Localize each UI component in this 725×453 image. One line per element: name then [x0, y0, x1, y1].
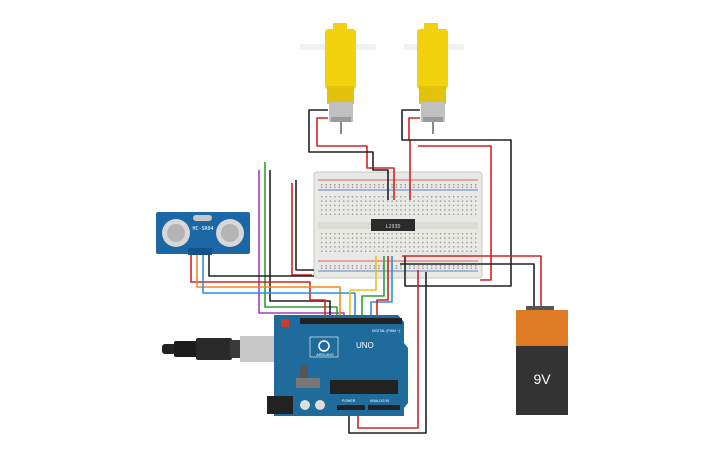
wire-battery-red [402, 255, 542, 306]
l293d-chip: L293D [371, 219, 415, 231]
wire-red-2 [376, 256, 389, 322]
wire-red-long [291, 183, 312, 276]
wire-yellow [349, 256, 377, 322]
wire-battery-black [400, 263, 535, 306]
wire-sensor-red [190, 255, 326, 322]
wire-black-bb [295, 180, 314, 271]
dc-motor-right [404, 23, 464, 134]
wire-motor2-red-supply [418, 145, 492, 281]
battery-9v: 9V [516, 306, 568, 415]
wire-green-2 [361, 256, 385, 322]
arduino-uno: ARDUINO UNO DIGITAL (PWM ~) POWER ANALOG… [162, 315, 408, 416]
chip-label: L293D [385, 224, 400, 230]
arduino-power-label: POWER [342, 399, 356, 403]
wire-power-black [348, 272, 427, 434]
dc-motor-left [300, 23, 376, 134]
wires [190, 109, 542, 434]
arduino-analog-label: ANALOG IN [370, 399, 390, 403]
sensor-label: HC-SR04 [192, 226, 213, 232]
wire-sensor-orange [196, 255, 341, 322]
wire-blue [370, 256, 393, 322]
wire-black-long [269, 170, 331, 322]
arduino-brand: ARDUINO [316, 353, 334, 357]
ultrasonic-sensor: HC-SR04 [156, 212, 250, 255]
wire-sensor-blue [202, 255, 356, 322]
wire-motor2-black [401, 109, 512, 287]
wire-power-red [357, 270, 419, 429]
arduino-model: UNO [356, 341, 374, 350]
wire-sensor-black [208, 255, 314, 277]
wire-motor1-black [308, 109, 389, 200]
wire-motor1-red [316, 117, 395, 200]
arduino-digital-label: DIGITAL (PWM ~) [372, 329, 400, 333]
wire-green [264, 162, 338, 322]
battery-label: 9V [533, 371, 551, 387]
